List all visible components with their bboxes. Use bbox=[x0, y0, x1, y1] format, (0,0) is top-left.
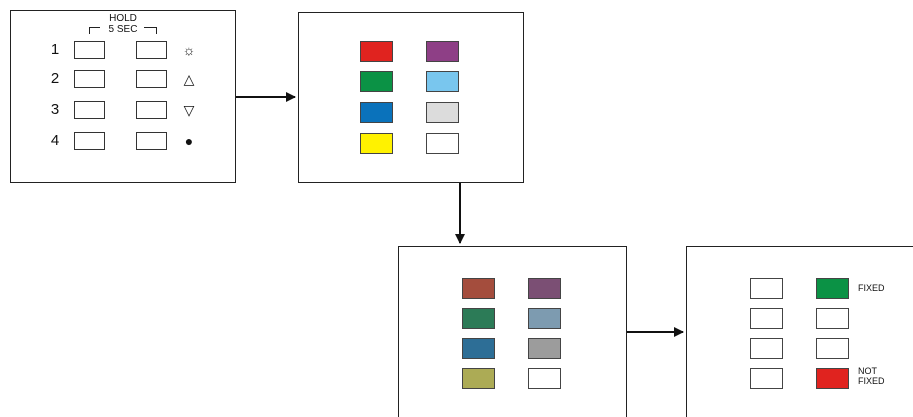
keypad-panel: HOLD 5 SEC 1 ☼ 2 △ 3 ▽ 4 ● bbox=[10, 10, 236, 183]
result-panel: FIXED NOT FIXED bbox=[686, 246, 913, 417]
swatch-yellow bbox=[360, 133, 393, 154]
swatch-not-fixed-red bbox=[816, 368, 849, 389]
color-panel-bright bbox=[298, 12, 524, 183]
triangle-down-icon: ▽ bbox=[183, 102, 195, 118]
swatch-white bbox=[426, 133, 459, 154]
fixed-label: FIXED bbox=[858, 283, 885, 293]
swatch-muted-green bbox=[462, 308, 495, 329]
sun-icon: ☼ bbox=[182, 42, 196, 58]
swatch-light-blue bbox=[426, 71, 459, 92]
key-1-left[interactable] bbox=[74, 41, 105, 59]
key-3-right[interactable] bbox=[136, 101, 167, 119]
row-number-2: 2 bbox=[50, 70, 60, 87]
key-4-right[interactable] bbox=[136, 132, 167, 150]
result-left-3 bbox=[750, 338, 783, 359]
key-4-left[interactable] bbox=[74, 132, 105, 150]
swatch-muted-red bbox=[462, 278, 495, 299]
swatch-muted-blue bbox=[462, 338, 495, 359]
result-left-1 bbox=[750, 278, 783, 299]
swatch-muted-white bbox=[528, 368, 561, 389]
row-number-1: 1 bbox=[50, 41, 60, 58]
color-panel-muted bbox=[398, 246, 627, 417]
swatch-blue bbox=[360, 102, 393, 123]
swatch-muted-yellow bbox=[462, 368, 495, 389]
key-2-left[interactable] bbox=[74, 70, 105, 88]
row-number-3: 3 bbox=[50, 101, 60, 118]
swatch-muted-grey bbox=[528, 338, 561, 359]
not-fixed-label: NOT FIXED bbox=[858, 366, 885, 386]
result-right-3 bbox=[816, 338, 849, 359]
triangle-up-icon: △ bbox=[183, 71, 195, 87]
key-1-right[interactable] bbox=[136, 41, 167, 59]
swatch-light-grey bbox=[426, 102, 459, 123]
result-left-2 bbox=[750, 308, 783, 329]
result-left-4 bbox=[750, 368, 783, 389]
swatch-fixed-green bbox=[816, 278, 849, 299]
dot-icon: ● bbox=[184, 133, 194, 149]
key-2-right[interactable] bbox=[136, 70, 167, 88]
hold-label: HOLD 5 SEC bbox=[87, 13, 159, 35]
fixed-label-line: FIXED bbox=[858, 376, 885, 386]
swatch-muted-light-blue bbox=[528, 308, 561, 329]
row-number-4: 4 bbox=[50, 132, 60, 149]
result-right-2 bbox=[816, 308, 849, 329]
swatch-muted-purple bbox=[528, 278, 561, 299]
swatch-purple bbox=[426, 41, 459, 62]
key-3-left[interactable] bbox=[74, 101, 105, 119]
not-label-line: NOT bbox=[858, 366, 877, 376]
swatch-green bbox=[360, 71, 393, 92]
hold-text: HOLD bbox=[109, 13, 137, 24]
swatch-red bbox=[360, 41, 393, 62]
hold-duration-text: 5 SEC bbox=[108, 24, 138, 35]
